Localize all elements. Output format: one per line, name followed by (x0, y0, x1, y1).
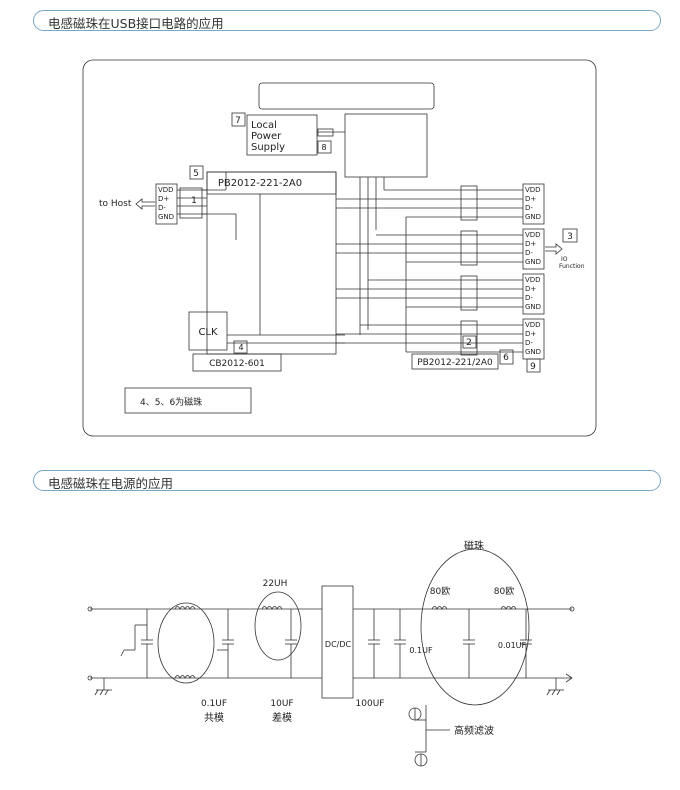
port-pin-label: GND (525, 348, 541, 356)
ferrite-bead-region (420, 548, 530, 706)
port-pin-label: D- (525, 294, 533, 302)
label-2: 2 (466, 338, 472, 348)
port-pin-label: VDD (525, 321, 541, 329)
common-mode-choke (157, 602, 215, 684)
label-c01-right: 0.1UF (409, 646, 433, 655)
label-7: 7 (235, 116, 241, 126)
cb-part-label: CB2012-601 (209, 359, 265, 369)
local-power-supply-box (246, 114, 318, 156)
chip-label-box (206, 171, 337, 195)
label-box-7 (231, 112, 246, 127)
cb-part-box (192, 353, 282, 372)
dcdc-box (321, 585, 354, 699)
local-power-line1: Local (251, 120, 277, 131)
label-box-9 (526, 358, 541, 373)
label-box-5 (189, 165, 204, 180)
ferrite-bead-1 (179, 187, 203, 219)
io-label-line2: Function (559, 263, 585, 270)
port-pin-label: GND (525, 213, 541, 221)
port-pin-label: D+ (525, 285, 536, 293)
label-chamo: 差模 (272, 711, 292, 724)
label-5: 5 (193, 169, 199, 179)
section-title-usb: 电感磁珠在USB接口电路的应用 (48, 16, 224, 31)
port-pin-label: GND (525, 258, 541, 266)
port-pin-label: D+ (525, 330, 536, 338)
label-3: 3 (567, 232, 573, 242)
upstream-usb-port (155, 183, 178, 225)
power-circuit-diagram: 22UH 磁珠 80欧 80欧 DC/DC 0.1UF 0.01UF 0.1UF… (87, 539, 575, 767)
label-box-4 (233, 340, 248, 354)
section-title-power: 电感磁珠在电源的应用 (48, 476, 174, 491)
usb-diagram-frame (82, 59, 597, 437)
port-pin-label: VDD (525, 186, 541, 194)
label-c01-left: 0.1UF (201, 699, 227, 709)
downstream-port-2 (522, 228, 545, 270)
label-4: 4 (238, 343, 243, 352)
port-pin-label: D+ (158, 195, 169, 203)
port-pin-label: VDD (158, 186, 174, 194)
port-pin-label: VDD (525, 231, 541, 239)
note-box (124, 387, 252, 414)
ferrite-bead-8 (317, 128, 334, 137)
port-pin-label: D+ (525, 240, 536, 248)
top-blank-box (258, 82, 435, 110)
io-function-arrow (545, 243, 563, 255)
section-header-usb: 电感磁珠在USB接口电路的应用 (33, 10, 661, 31)
label-box-3 (562, 228, 578, 243)
label-80ohm-a: 80欧 (430, 585, 450, 597)
differential-mode-choke (254, 591, 302, 661)
label-1: 1 (191, 196, 197, 206)
downstream-port-1 (522, 183, 545, 225)
label-c001: 0.01UF (498, 641, 527, 650)
clk-box (188, 311, 228, 351)
port-pin-labels: VDDD+D-GNDVDDD+D-GNDVDDD+D-GNDVDDD+D-GND… (158, 186, 541, 356)
port-pin-label: D- (525, 204, 533, 212)
pb221-part-box (411, 353, 499, 370)
label-6: 6 (503, 353, 509, 363)
local-power-line3: Supply (251, 142, 285, 153)
main-chip-box (206, 171, 337, 355)
label-box-8 (317, 140, 332, 154)
to-host-arrow (135, 198, 155, 210)
label-22uh: 22UH (263, 579, 288, 589)
io-label-line1: IO (561, 256, 568, 263)
section-header-power: 电感磁珠在电源的应用 (33, 470, 661, 491)
port-pin-label: GND (525, 303, 541, 311)
port-rows (336, 189, 523, 353)
label-80ohm-b: 80欧 (494, 585, 514, 597)
pb221-label: PB2012-221/2A0 (417, 358, 493, 368)
note-text: 4、5、6为磁珠 (140, 396, 202, 408)
label-box-6 (499, 349, 514, 365)
port-pin-label: D- (525, 249, 533, 257)
bead-clusters (460, 185, 478, 356)
port-pin-label: D+ (525, 195, 536, 203)
usb-circuit-diagram: 7 Local Power Supply 8 5 PB2012-221-2A0 … (82, 59, 597, 437)
downstream-port-3 (522, 273, 545, 315)
ground-left (94, 678, 112, 696)
label-cizhu: 磁珠 (464, 539, 484, 552)
label-8: 8 (321, 143, 326, 152)
main-chip-label: PB2012-221-2A0 (218, 178, 302, 189)
local-power-line2: Power (251, 131, 282, 142)
port-pin-label: D- (158, 204, 166, 212)
label-9: 9 (530, 362, 536, 372)
port-pin-label: D- (525, 339, 533, 347)
hub-box (344, 113, 428, 178)
label-dcdc: DC/DC (325, 640, 352, 649)
label-100uf: 100UF (356, 699, 385, 709)
label-10uf: 10UF (270, 699, 293, 709)
ground-right (546, 678, 564, 696)
clk-label: CLK (198, 327, 218, 338)
label-box-2 (462, 335, 477, 349)
port-pin-label: VDD (525, 276, 541, 284)
port-pin-label: GND (158, 213, 174, 221)
label-gaopin: 高频滤波 (454, 724, 494, 737)
label-gongmo: 共模 (204, 712, 224, 724)
to-host-label: to Host (99, 199, 132, 209)
